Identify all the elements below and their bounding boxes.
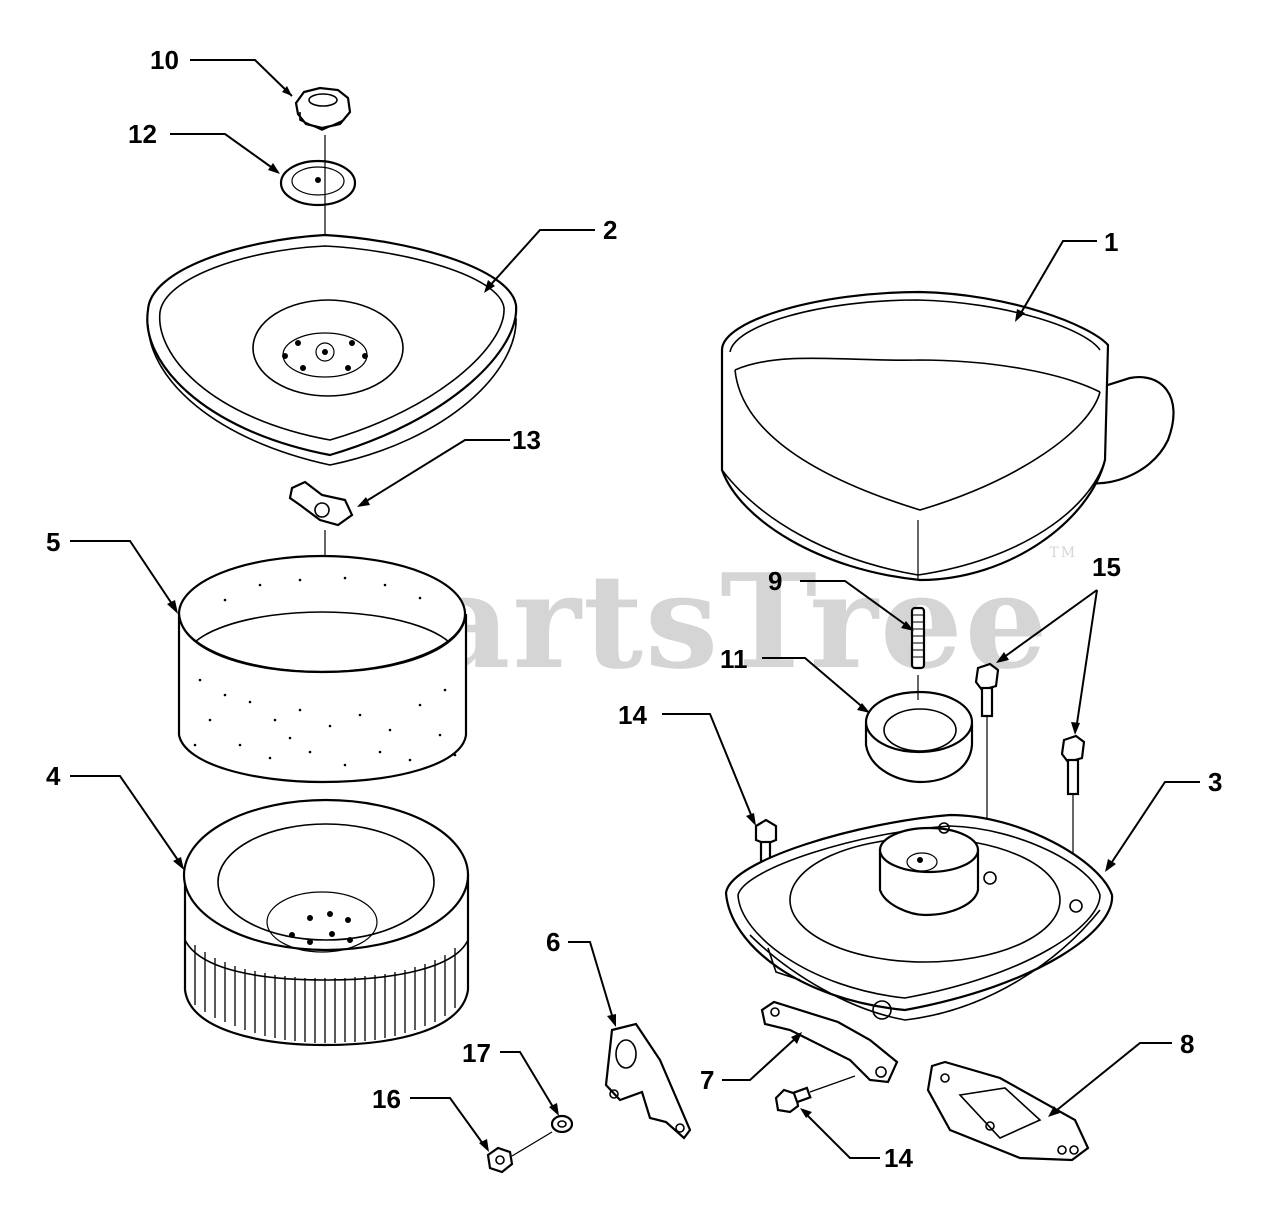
callout-5: 5: [46, 527, 60, 557]
part-6-bracket[interactable]: [604, 1022, 692, 1140]
callout-1: 1: [1104, 227, 1118, 257]
part-14-bolt-lower[interactable]: [774, 1075, 856, 1114]
callout-12: 12: [128, 119, 157, 149]
callout-14-upper: 14: [618, 700, 647, 730]
part-14-bolt-upper[interactable]: [754, 818, 778, 930]
part-17-washer[interactable]: [550, 1114, 574, 1134]
callout-leaders: [70, 59, 1200, 1159]
part-15-bolt-b[interactable]: [1060, 734, 1086, 900]
part-9-stud[interactable]: [910, 606, 926, 670]
assembly-axis-hardware: [511, 1131, 553, 1157]
part-10-knob[interactable]: [294, 86, 352, 131]
part-3-base[interactable]: [724, 813, 1114, 1021]
callout-11: 11: [720, 644, 748, 674]
part-7-bracket[interactable]: [760, 1000, 899, 1084]
callout-4: 4: [46, 761, 61, 791]
callout-9: 9: [768, 566, 782, 596]
callout-2: 2: [603, 215, 617, 245]
callout-6: 6: [546, 927, 560, 957]
part-13-clip[interactable]: [288, 480, 354, 527]
callout-14-lower: 14: [884, 1143, 913, 1173]
part-1-housing[interactable]: [720, 290, 1175, 582]
callout-17: 17: [462, 1038, 491, 1068]
callout-3: 3: [1208, 767, 1222, 797]
part-16-nut[interactable]: [486, 1146, 514, 1174]
callout-10: 10: [150, 45, 179, 75]
part-2-cover[interactable]: [146, 233, 518, 466]
watermark-trademark: TM: [1049, 545, 1078, 561]
callout-8: 8: [1180, 1029, 1194, 1059]
part-12-washer[interactable]: [279, 159, 357, 207]
part-11-seal[interactable]: [864, 690, 974, 784]
callout-7: 7: [700, 1065, 714, 1095]
callout-13: 13: [512, 425, 541, 455]
callout-15: 15: [1092, 552, 1121, 582]
part-15-bolt-a[interactable]: [974, 662, 1000, 878]
callout-16: 16: [372, 1084, 401, 1114]
part-8-plate[interactable]: [926, 1060, 1090, 1162]
part-5-precleaner[interactable]: [177, 554, 468, 784]
part-4-filter[interactable]: [182, 798, 470, 1047]
